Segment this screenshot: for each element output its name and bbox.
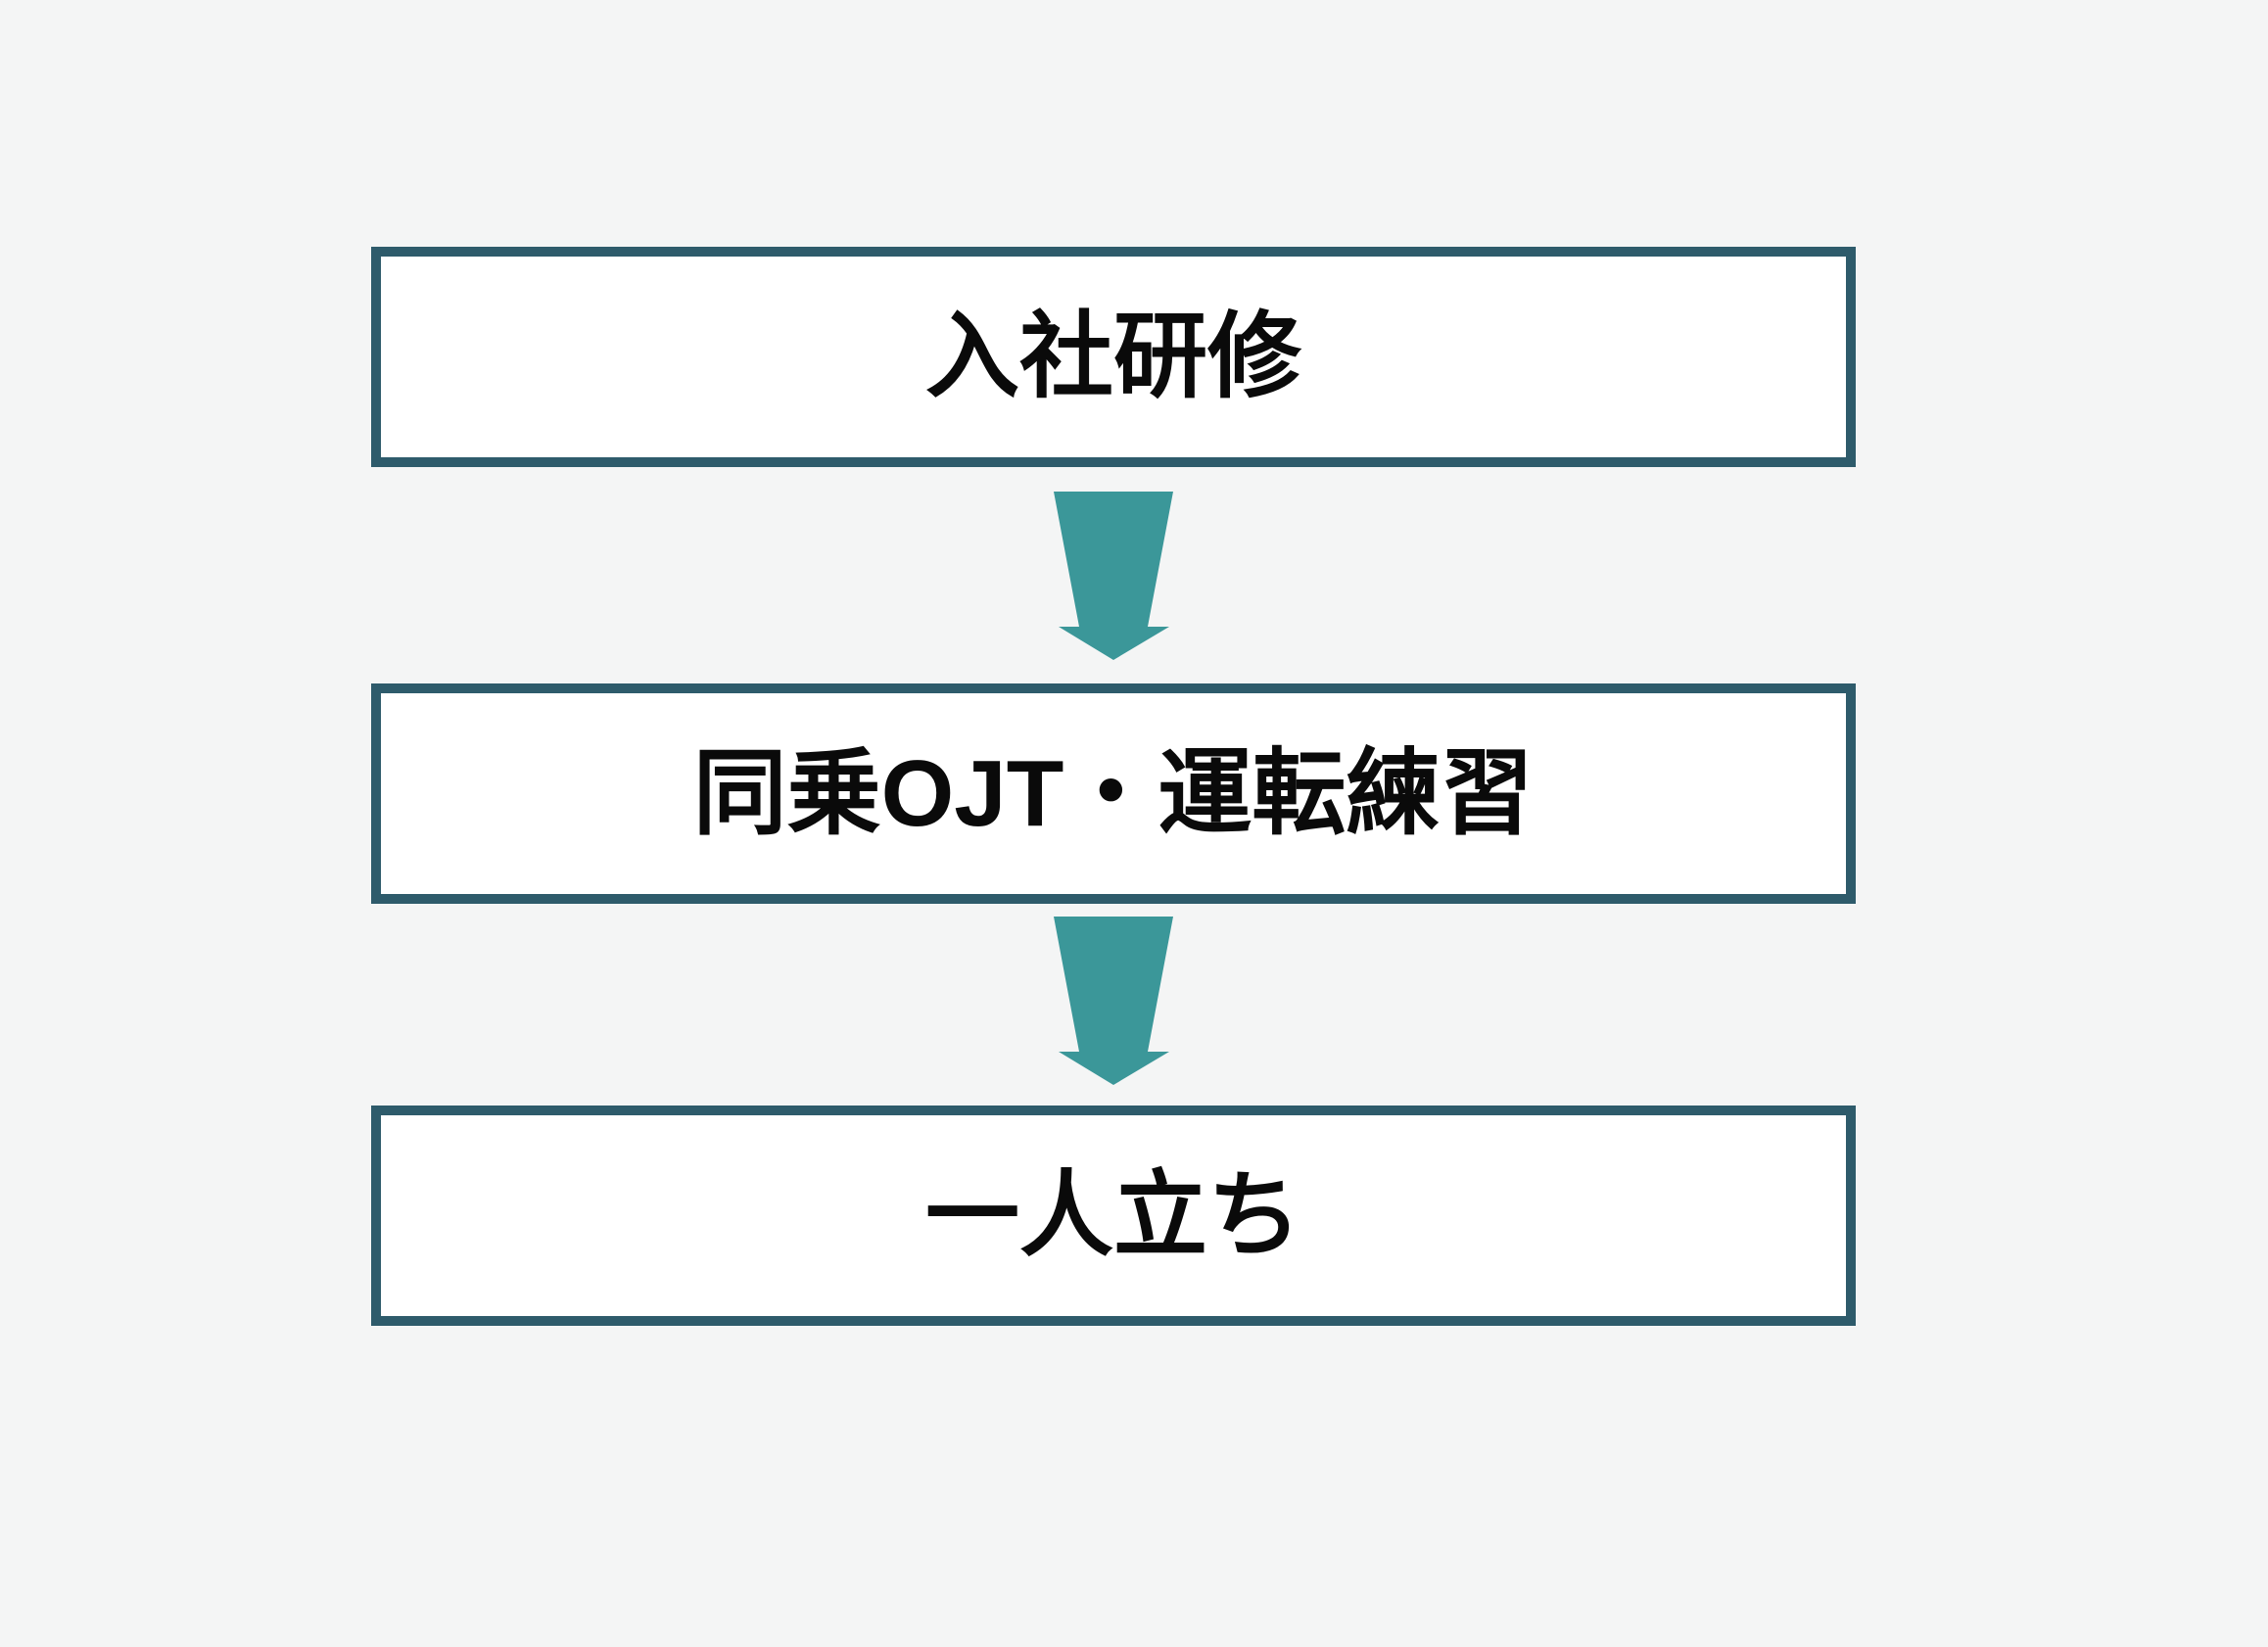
step-box-1: 入社研修 (371, 247, 1856, 467)
step-label-2: 同乗OJT・運転練習 (692, 740, 1535, 846)
step-box-2: 同乗OJT・運転練習 (371, 683, 1856, 904)
down-arrow-shape-1 (1054, 492, 1173, 660)
down-arrow-icon-2 (1054, 917, 1173, 1085)
down-arrow-icon-1 (1054, 492, 1173, 660)
down-arrow-shape-2 (1054, 917, 1173, 1085)
step-label-1: 入社研修 (925, 304, 1301, 409)
step-label-3: 一人立ち (925, 1162, 1301, 1268)
step-box-3: 一人立ち (371, 1106, 1856, 1326)
